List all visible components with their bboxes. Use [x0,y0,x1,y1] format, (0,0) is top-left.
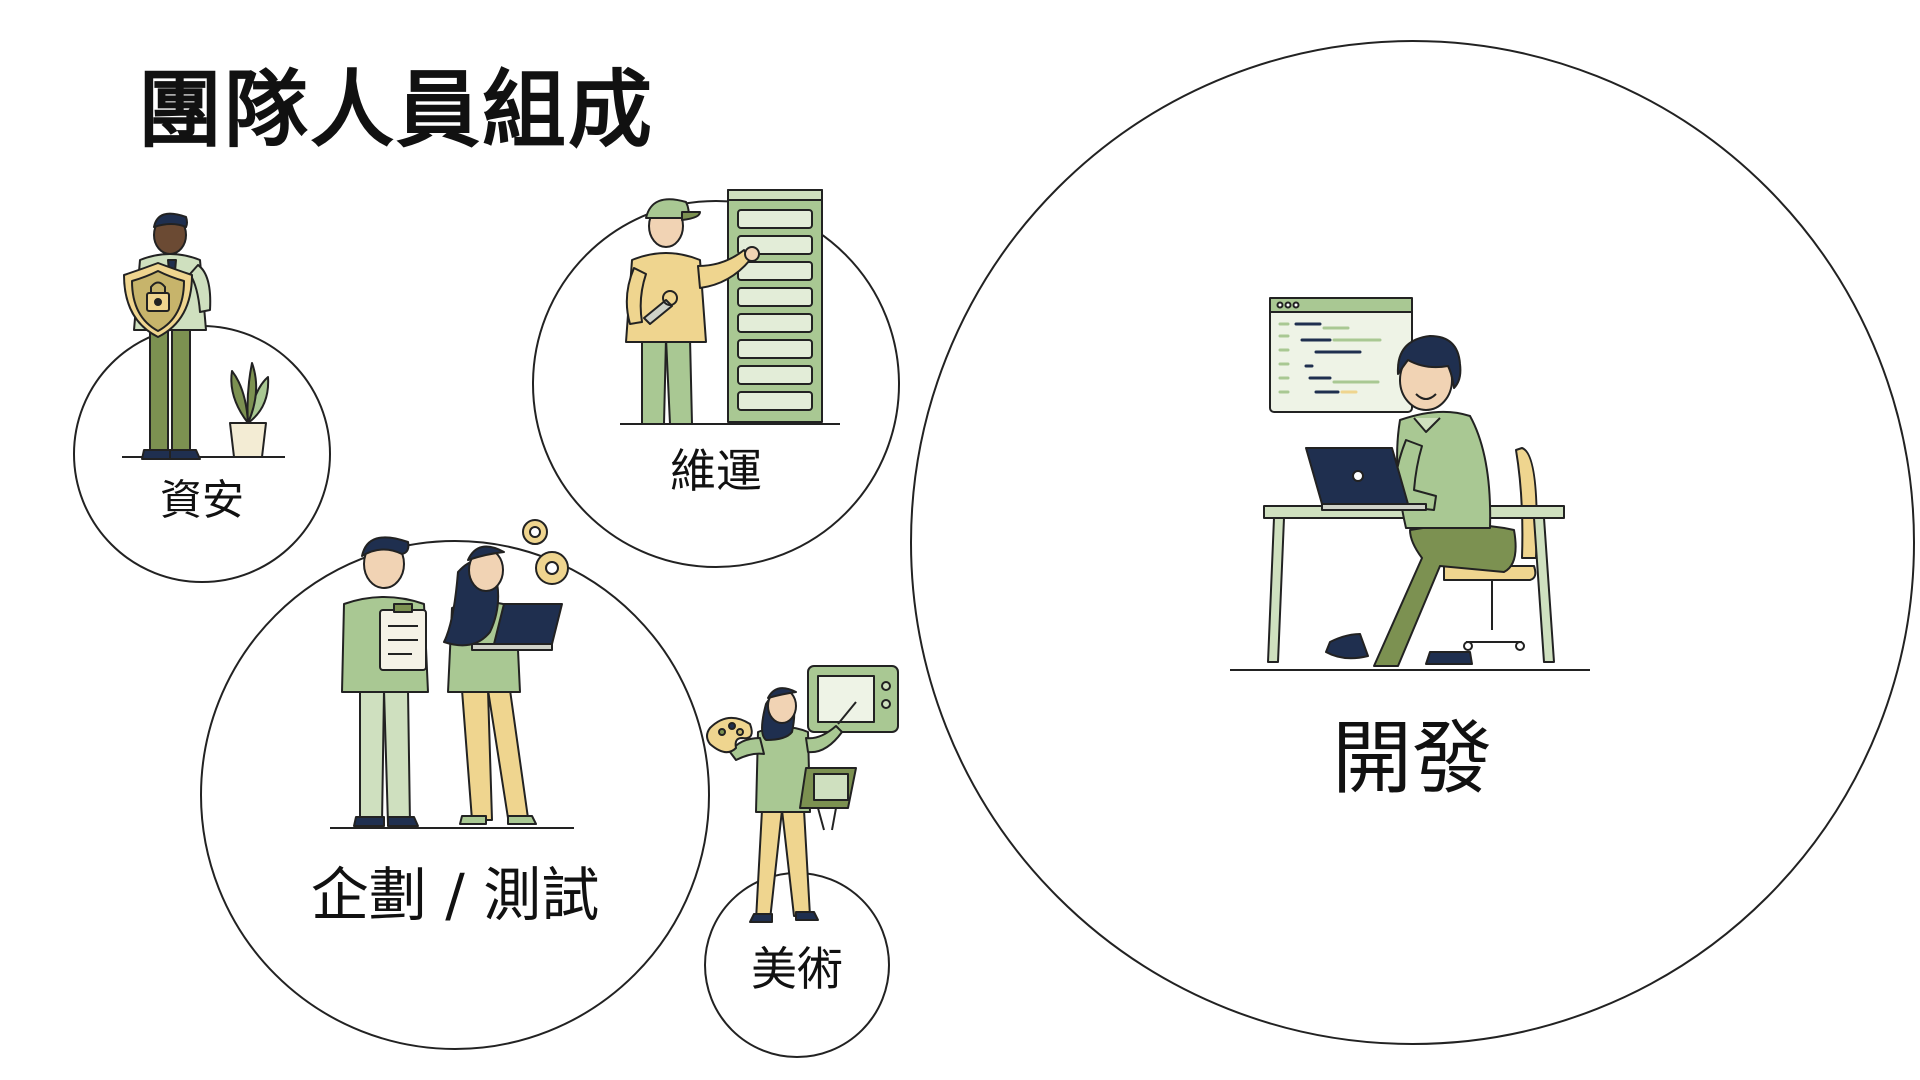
page-title: 團隊人員組成 [138,68,654,152]
art-label: 美術 [751,933,843,999]
development-label: 開發 [1332,694,1492,810]
planning-testing-label: 企劃 / 測試 [311,848,599,932]
artist-illustration [710,662,910,932]
ops-label: 維運 [670,435,762,501]
ops-engineer-illustration [610,188,850,428]
security-officer-illustration [110,205,300,465]
planning-testing-team-illustration [322,512,592,832]
developer-illustration [1230,290,1610,675]
security-label: 資安 [160,467,244,528]
